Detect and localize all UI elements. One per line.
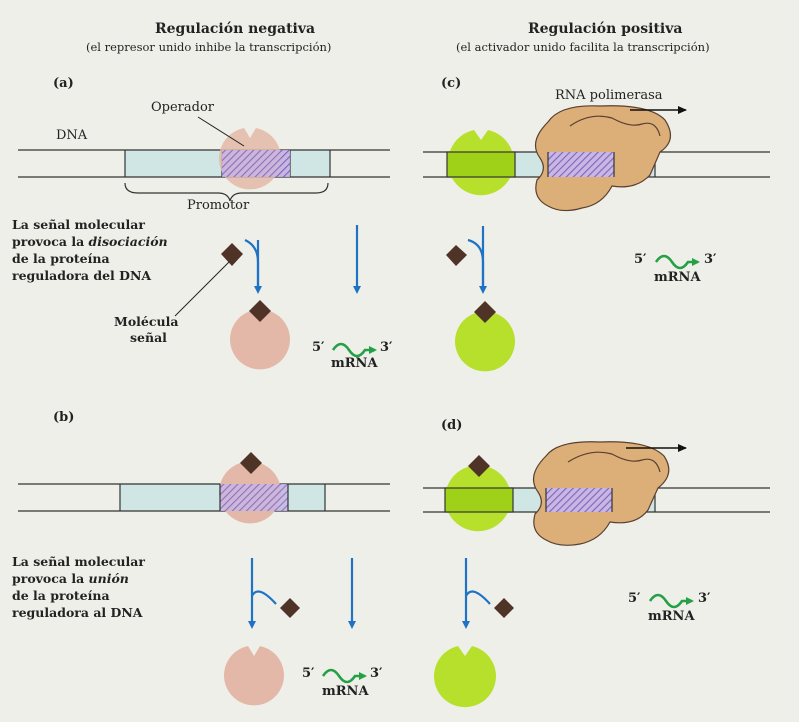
activator-released-c: [455, 312, 516, 372]
dna-strand-a: [18, 149, 390, 178]
panel-label-b: (b): [53, 410, 75, 425]
dna-strand-b: [18, 483, 390, 512]
promoter-brace: [124, 182, 329, 202]
side-note-b: La señal molecular provoca la unión de l…: [12, 553, 182, 621]
rna-polimerasa-label: RNA polimerasa: [555, 88, 663, 103]
side-b-line3: de la proteína: [12, 588, 110, 603]
signal-bound-d: [468, 455, 490, 477]
left-title: Regulación negativa: [155, 21, 316, 37]
mrna-3-d: 3′: [698, 591, 711, 606]
signal-molecule-free-a: [221, 243, 243, 266]
activator-free-d: [434, 646, 497, 708]
mrna-wave-d: [648, 593, 694, 609]
operador-label: Operador: [151, 100, 215, 115]
operator-pointer: [197, 116, 245, 147]
side-a-line3: de la proteína: [12, 251, 110, 266]
mrna-label-d: mRNA: [648, 609, 695, 624]
signal-bound-c: [474, 301, 496, 323]
side-a-line2-emphasis: disociación: [88, 234, 168, 249]
repressor-released-a: [230, 310, 290, 370]
signal-molecule-free-d: [494, 598, 514, 618]
mrna-5-c: 5′: [634, 252, 647, 267]
mrna-5-b: 5′: [302, 666, 315, 681]
signal-bound-a: [249, 300, 271, 322]
side-b-line2-emphasis: unión: [88, 571, 129, 586]
mrna-3-b: 3′: [370, 666, 383, 681]
mrna-5-a: 5′: [312, 340, 325, 355]
mrna-label-b: mRNA: [322, 684, 369, 699]
mrna-label-a: mRNA: [331, 356, 378, 371]
mrna-wave-b: [321, 668, 367, 684]
repressor-free-b: [224, 646, 285, 706]
side-a-line2: provoca la disociación: [12, 233, 182, 250]
dna-label: DNA: [56, 128, 88, 143]
side-a-line4: reguladora del DNA: [12, 268, 152, 283]
mrna-wave-a: [331, 342, 377, 358]
side-b-line2-text: provoca la: [12, 571, 89, 586]
senal-label: señal: [130, 330, 167, 345]
mrna-label-c: mRNA: [654, 270, 701, 285]
side-a-line2-text: provoca la: [12, 234, 89, 249]
signal-pointer: [174, 261, 230, 317]
panel-label-c: (c): [441, 76, 462, 91]
side-a-line1: La señal molecular: [12, 217, 145, 232]
dissociation-arrow-c: [467, 238, 487, 294]
mrna-wave-c: [654, 254, 700, 270]
dissociation-arrow-a: [244, 239, 262, 294]
panel-label-d: (d): [441, 418, 463, 433]
side-note-a: La señal molecular provoca la disociació…: [12, 216, 182, 284]
signal-molecule-free-c: [446, 245, 467, 266]
signal-molecule-free-b: [280, 598, 300, 618]
side-b-line2: provoca la unión: [12, 570, 182, 587]
molecula-label: Molécula: [114, 314, 179, 329]
mrna-3-a: 3′: [380, 340, 393, 355]
promotor-label: Promotor: [187, 198, 250, 213]
right-title: Regulación positiva: [528, 21, 683, 37]
right-subtitle: (el activador unido facilita la transcri…: [456, 40, 710, 54]
side-b-line4: reguladora al DNA: [12, 605, 143, 620]
side-b-line1: La señal molecular: [12, 554, 145, 569]
left-subtitle: (el represor unido inhibe la transcripci…: [86, 40, 332, 54]
signal-bound-b: [240, 452, 262, 474]
mrna-5-d: 5′: [628, 591, 641, 606]
mrna-3-c: 3′: [704, 252, 717, 267]
panel-label-a: (a): [53, 76, 74, 91]
